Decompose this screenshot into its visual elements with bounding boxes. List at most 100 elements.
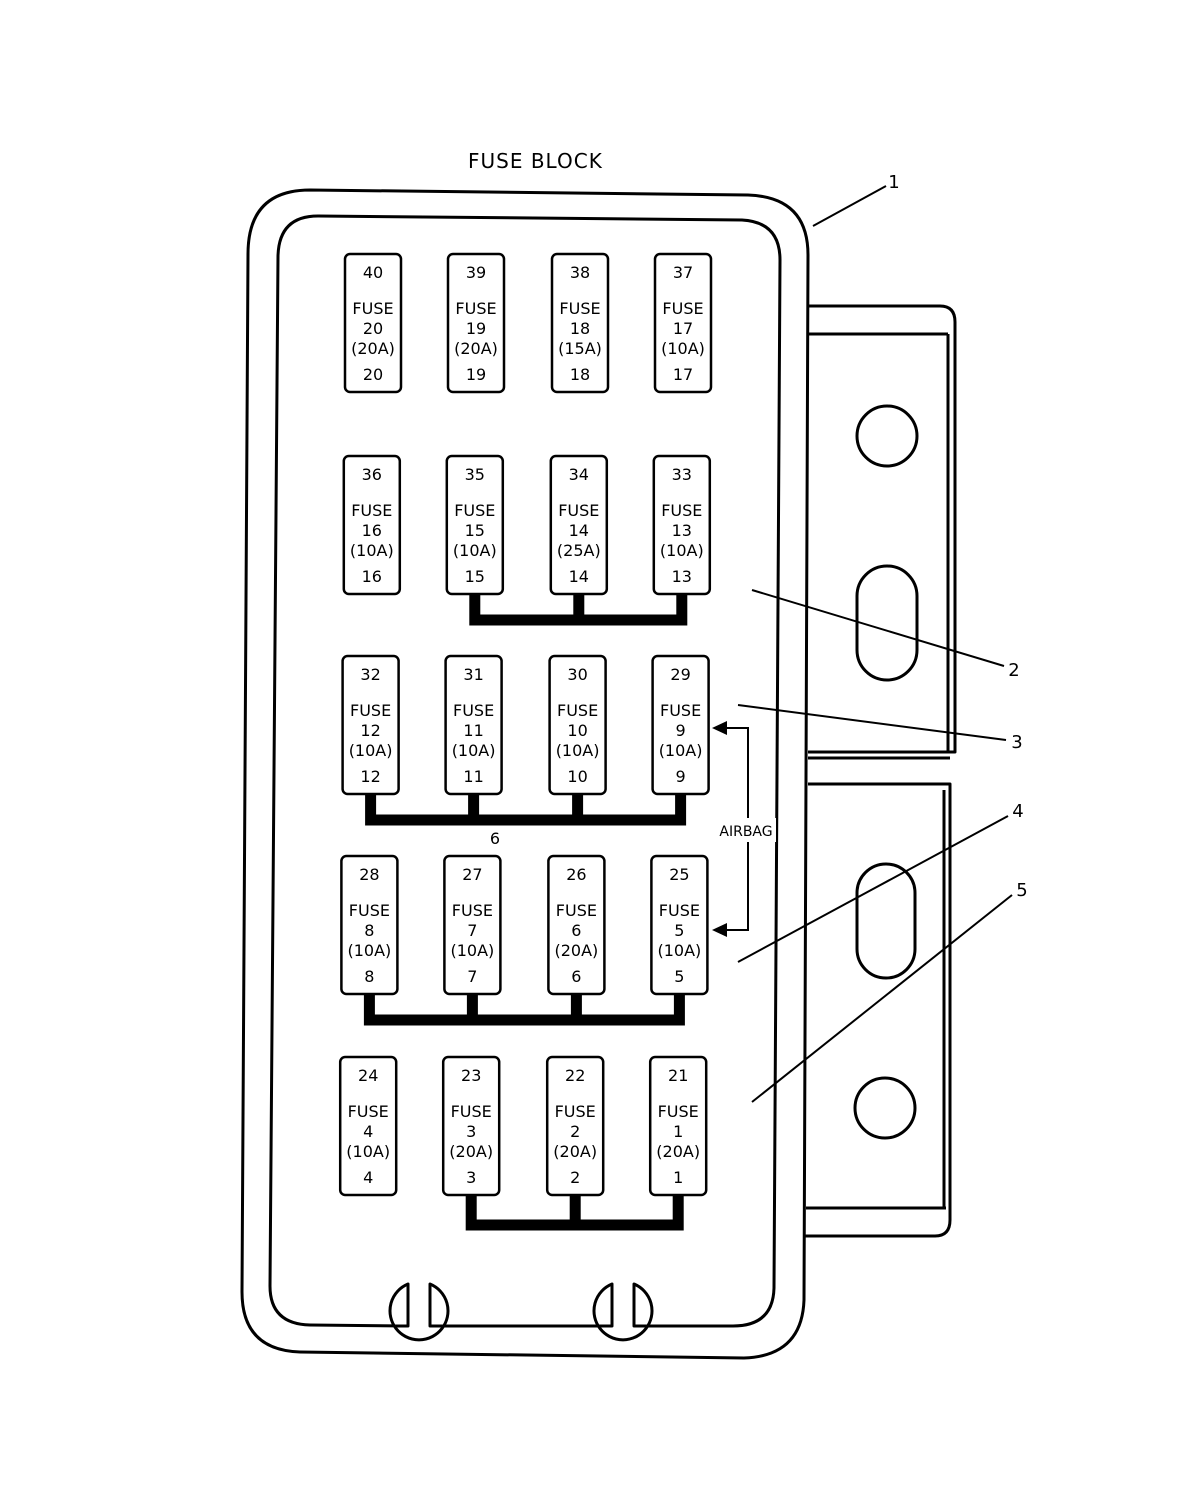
fuse-cavity-number: 32: [360, 665, 380, 684]
fuse-label: FUSE: [452, 901, 493, 920]
fuse-label: FUSE: [661, 501, 702, 520]
fuse-cavity-number: 37: [673, 263, 693, 282]
fuse-number: 13: [672, 521, 692, 540]
fuse-rating: (20A): [555, 941, 599, 960]
fuse-label: FUSE: [451, 1102, 492, 1121]
fuse-housing: [651, 654, 710, 796]
fuse-rating: (10A): [658, 941, 702, 960]
fuse-rating: (10A): [452, 741, 496, 760]
fuse-rating: (15A): [558, 339, 602, 358]
fuse-label: FUSE: [558, 501, 599, 520]
fuse-cavity-number: 22: [565, 1066, 585, 1085]
fuse-rating: (10A): [453, 541, 497, 560]
callout-2: 2: [1008, 660, 1019, 681]
callout-5: 5: [1016, 880, 1027, 901]
fuse-terminal-number: 19: [466, 365, 486, 384]
fuse-number: 3: [466, 1122, 476, 1141]
fuse-number: 12: [360, 721, 380, 740]
bus-bars: [363, 592, 688, 1231]
fuse-rating: (10A): [659, 741, 703, 760]
fuse-cavity-number: 35: [465, 465, 485, 484]
mounting-bracket: [804, 304, 957, 1238]
fuse-rating: (10A): [349, 741, 393, 760]
fuse-number: 6: [571, 921, 581, 940]
fuse-cavity-number: 33: [672, 465, 692, 484]
fuse-cavity-number: 23: [461, 1066, 481, 1085]
fuse-housing: [545, 1055, 605, 1197]
fuse-rating: (20A): [656, 1142, 700, 1161]
fuse-cavity-number: 24: [358, 1066, 378, 1085]
fuse-terminal-number: 15: [465, 567, 485, 586]
fuse-label: FUSE: [455, 299, 496, 318]
fuse-cavity-number: 25: [669, 865, 689, 884]
fuse-label: FUSE: [660, 701, 701, 720]
fuse-terminal-number: 4: [363, 1168, 373, 1187]
fuse-label: FUSE: [453, 701, 494, 720]
fuse-cavity-number: 40: [363, 263, 383, 282]
fuse-label: FUSE: [659, 901, 700, 920]
fuse-housing: [342, 454, 402, 596]
mounting-slot-upper: [855, 564, 919, 682]
fuse-rating: (10A): [346, 1142, 390, 1161]
fuse-housing: [547, 854, 606, 996]
fuse-terminal-number: 10: [567, 767, 587, 786]
fuse-label: FUSE: [348, 1102, 389, 1121]
fuse-terminal-number: 5: [674, 967, 684, 986]
airbag-arrow-up-icon: [712, 721, 727, 735]
fuse-terminal-number: 12: [360, 767, 380, 786]
fuse-label: FUSE: [454, 501, 495, 520]
fuse-terminal-number: 16: [362, 567, 382, 586]
bus-bar-4: [465, 1193, 684, 1231]
fuse-cavity-number: 34: [569, 465, 589, 484]
fuse-cavity-number: 31: [463, 665, 483, 684]
fuse-rating: (20A): [553, 1142, 597, 1161]
callout-leader-1: [812, 185, 887, 227]
fuse-rating: (20A): [454, 339, 498, 358]
fuse-cavity-number: 26: [566, 865, 586, 884]
fuse-terminal-number: 8: [364, 967, 374, 986]
fuse-number: 5: [674, 921, 684, 940]
fuse-number: 19: [466, 319, 486, 338]
fuse-number: 9: [676, 721, 686, 740]
fuse-terminal-number: 20: [363, 365, 383, 384]
fuse-number: 10: [567, 721, 587, 740]
fuse-rating: (10A): [660, 541, 704, 560]
fuse-housing: [441, 1055, 501, 1197]
fuse-terminal-number: 11: [463, 767, 483, 786]
fuse-cavity-number: 36: [362, 465, 382, 484]
fuse-label: FUSE: [557, 701, 598, 720]
fuse-number: 20: [363, 319, 383, 338]
fuse-number: 17: [673, 319, 693, 338]
fuse-rating: (10A): [556, 741, 600, 760]
fuse-terminal-number: 2: [570, 1168, 580, 1187]
fuse-number: 11: [463, 721, 483, 740]
fuse-housing: [446, 252, 506, 394]
fuse-terminal-number: 14: [569, 567, 589, 586]
fuse-terminal-number: 3: [466, 1168, 476, 1187]
callout-leaders: [737, 185, 1013, 1103]
fuse-housing: [652, 454, 712, 596]
fuse-housing: [338, 1055, 398, 1197]
fuse-housing: [445, 454, 505, 596]
fuse-number: 15: [465, 521, 485, 540]
fuse-rating: (10A): [451, 941, 495, 960]
fuse-number: 7: [467, 921, 477, 940]
fuse-terminal-number: 6: [571, 967, 581, 986]
fuse-cavity-number: 27: [462, 865, 482, 884]
fuse-housing: [444, 654, 503, 796]
fuse-number: 18: [570, 319, 590, 338]
